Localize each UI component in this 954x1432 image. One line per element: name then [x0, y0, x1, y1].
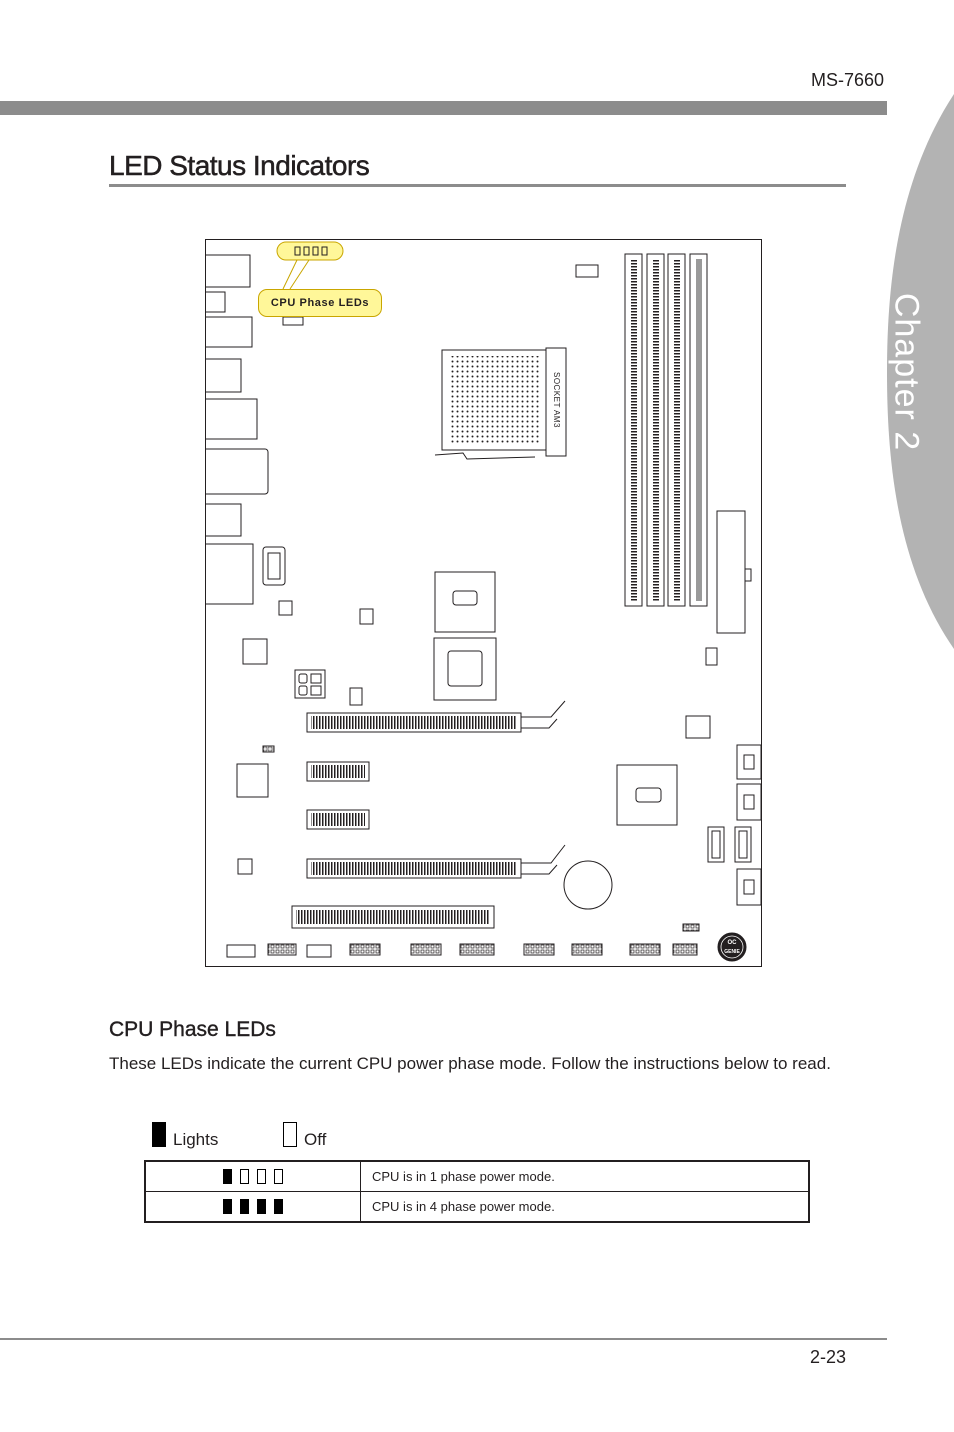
- legend-lit-swatch: [152, 1122, 166, 1147]
- pci-slot: [291, 905, 495, 929]
- led-lit-indicator: [274, 1198, 283, 1214]
- io-vga: [205, 398, 258, 440]
- header-bar: [0, 101, 887, 115]
- pcie-x1-slot-2: [306, 809, 370, 830]
- chapter-tab-label: Chapter 2: [887, 292, 926, 452]
- pcie-x16-slot-1: [306, 712, 522, 733]
- dimm-slot-1: [624, 253, 643, 607]
- led-table-row: CPU is in 1 phase power mode.: [144, 1160, 810, 1192]
- led-table-row: CPU is in 4 phase power mode.: [144, 1191, 810, 1223]
- cpu-phase-leds-callout: CPU Phase LEDs: [258, 289, 382, 317]
- board-outline: [205, 239, 762, 967]
- pcie-x16-slot-2: [306, 858, 522, 879]
- socket-label: SOCKET AM3: [552, 372, 561, 428]
- section-title: CPU Phase LEDs: [109, 1018, 276, 1041]
- led-lit-indicator: [257, 1198, 266, 1214]
- led-off-indicator: [274, 1168, 283, 1184]
- led-off-indicator: [240, 1168, 249, 1184]
- led-status-description: CPU is in 4 phase power mode.: [360, 1191, 810, 1223]
- title-rule: [109, 184, 846, 187]
- page-title: LED Status Indicators: [109, 150, 370, 182]
- led-status-description: CPU is in 1 phase power mode.: [360, 1160, 810, 1192]
- io-audio: [205, 543, 254, 605]
- dimm-slot-2: [646, 253, 665, 607]
- legend-off-label: Off: [304, 1130, 327, 1149]
- footer-rule: [0, 1338, 887, 1340]
- chapter-tab: [887, 94, 954, 649]
- io-usb-1: [205, 291, 226, 313]
- oc-genie-label-1: OC: [728, 940, 738, 946]
- atx-power: [716, 510, 746, 634]
- led-pattern-cell: [144, 1160, 361, 1192]
- led-lit-indicator: [223, 1198, 232, 1214]
- io-dvi: [205, 448, 269, 495]
- oc-genie-label-2: GENIE: [724, 949, 740, 955]
- cpu-phase-led-bar: [276, 241, 344, 261]
- led-status-table: CPU is in 1 phase power mode.CPU is in 4…: [144, 1160, 810, 1223]
- motherboard-diagram: OC GENIE: [205, 239, 762, 967]
- section-description: These LEDs indicate the current CPU powe…: [109, 1054, 831, 1073]
- northbridge: [434, 571, 496, 633]
- cmos-battery: [563, 860, 613, 910]
- io-usb-3: [205, 503, 242, 537]
- io-ps2: [205, 254, 251, 288]
- model-number: MS-7660: [810, 70, 884, 90]
- led-off-indicator: [257, 1168, 266, 1184]
- led-lit-indicator: [240, 1198, 249, 1214]
- dimm-slot-3: [667, 253, 686, 607]
- io-usb-2: [205, 316, 253, 348]
- pcie-x1-slot-1: [306, 761, 370, 782]
- io-lan: [205, 358, 242, 393]
- led-lit-indicator: [223, 1168, 232, 1184]
- legend-off-swatch: [283, 1122, 297, 1147]
- legend-lights-label: Lights: [173, 1130, 219, 1149]
- motherboard-svg: OC GENIE: [205, 239, 762, 967]
- southbridge: [433, 637, 497, 701]
- dimm-slot-4: [689, 253, 708, 607]
- oc-genie-button[interactable]: [717, 932, 747, 962]
- page-number: 2-23: [809, 1347, 846, 1367]
- led-pattern-cell: [144, 1191, 361, 1223]
